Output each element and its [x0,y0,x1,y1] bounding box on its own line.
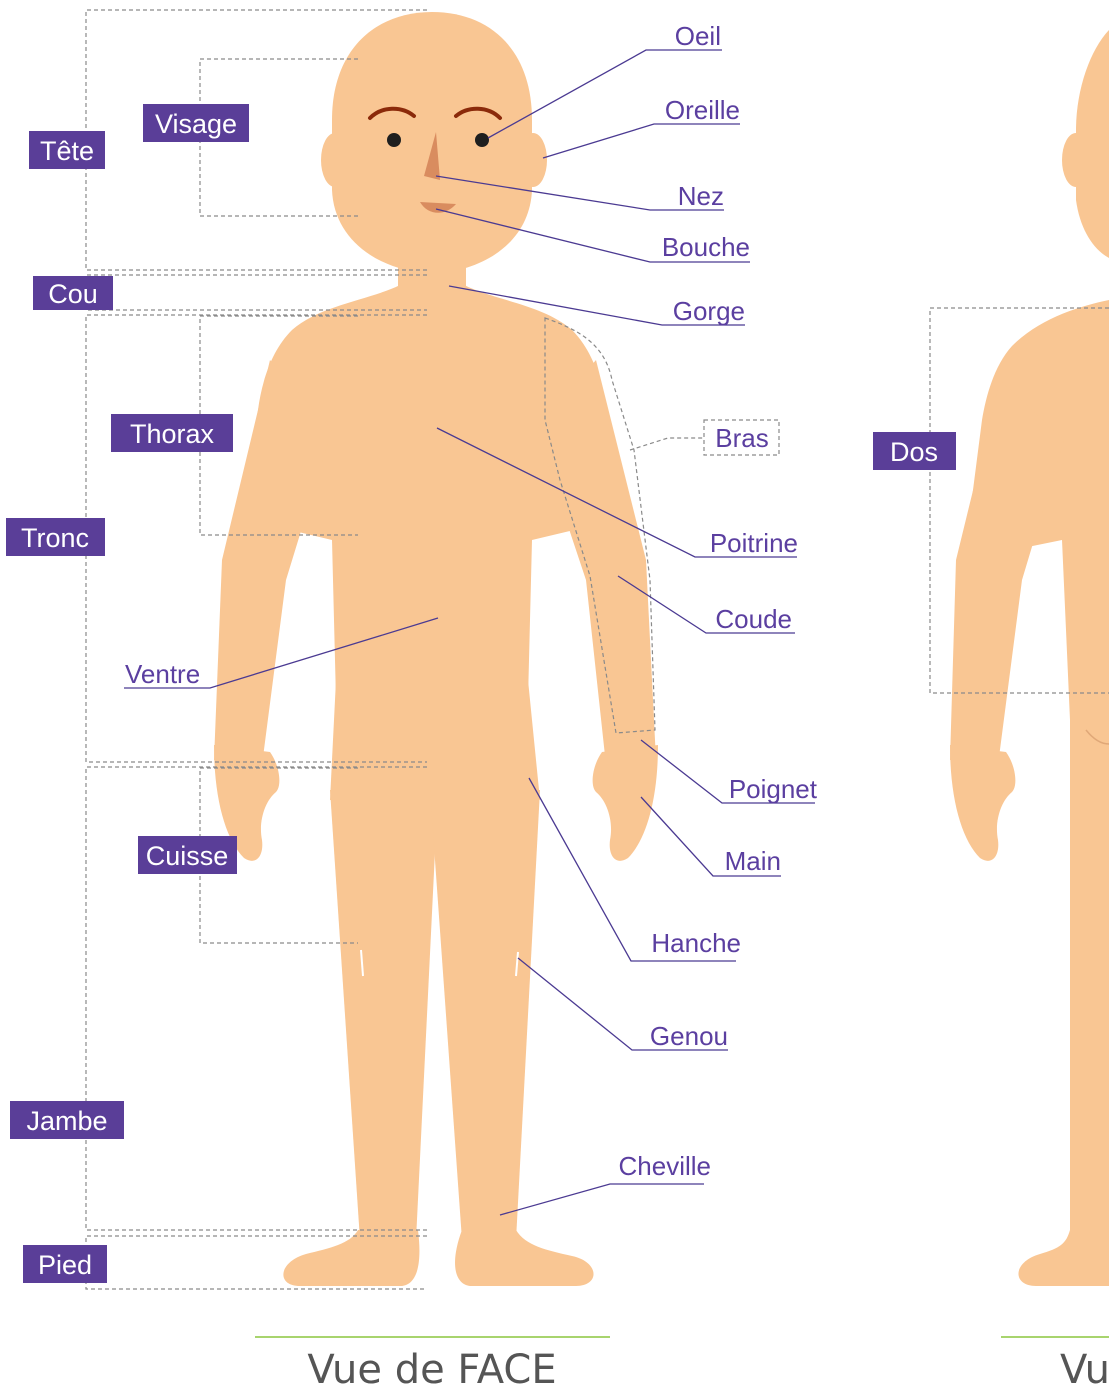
front-figure [214,12,658,1286]
tag-tete: Tête [40,136,94,166]
left-leg [330,790,438,1240]
back-hand [950,745,1015,861]
back-head [1076,30,1109,258]
tag-visage: Visage [155,109,237,139]
label-hanche: Hanche [651,928,741,958]
right-hand [593,745,658,861]
right-foot [455,1230,594,1286]
head [332,12,532,274]
tag-cuisse: Cuisse [146,841,229,871]
label-genou: Genou [650,1021,728,1051]
cheville-leader [500,1184,704,1215]
back-figure [950,30,1109,1286]
label-oeil: Oeil [675,21,721,51]
label-poitrine: Poitrine [710,528,798,558]
oreille-leader [543,124,740,158]
back-arm [950,380,1064,765]
right-leg [430,790,540,1240]
captions: Vue de FACE Vu [255,1337,1109,1386]
right-arm [536,360,656,765]
label-cheville: Cheville [619,1151,712,1181]
label-oreille: Oreille [665,95,740,125]
label-bouche: Bouche [662,232,750,262]
label-coude: Coude [715,604,792,634]
label-bras: Bras [715,423,768,453]
label-gorge: Gorge [673,296,745,326]
left-foot [283,1230,419,1286]
label-ventre: Ventre [125,659,200,689]
tag-cou: Cou [48,279,98,309]
tag-pied: Pied [38,1250,92,1280]
tag-tronc: Tronc [21,523,89,553]
label-poignet: Poignet [729,774,818,804]
tag-thorax: Thorax [130,419,215,449]
tag-dos: Dos [890,437,938,467]
right-eye [475,133,489,147]
hips [330,680,540,800]
bras-connector [630,438,704,450]
back-caption: Vu [1060,1347,1109,1386]
label-nez: Nez [678,181,724,211]
label-main: Main [725,846,781,876]
back-foot [1018,1230,1109,1286]
front-caption: Vue de FACE [307,1347,556,1386]
left-eye [387,133,401,147]
tag-jambe: Jambe [26,1106,107,1136]
